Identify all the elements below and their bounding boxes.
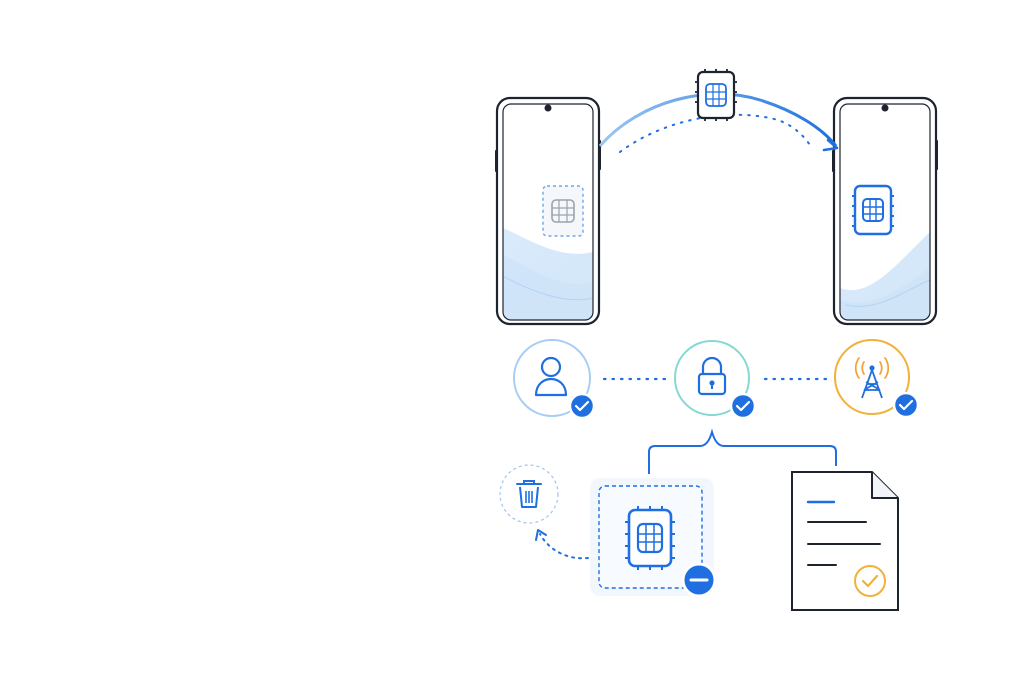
transfer-sim-chip-icon [695,69,737,121]
delete-target [499,464,559,524]
split-bracket [648,428,837,474]
security-step [674,340,757,420]
cell-tower-icon [854,357,890,399]
minus-badge-icon [681,562,717,598]
check-badge-icon [892,391,920,419]
check-badge-icon [729,392,757,420]
document-text-lines [806,500,881,566]
sim-chip-icon [625,506,675,570]
check-badge-icon [568,392,596,420]
old-sim-card [590,478,717,598]
transfer-arrow [598,92,839,153]
target-phone [832,96,938,326]
confirmation-document [791,471,899,611]
document-check-icon [854,565,886,597]
empty-sim-slot-icon [542,185,584,237]
identity-step [513,339,596,420]
removal-arrow [535,529,589,560]
trash-icon [516,480,542,508]
source-phone [495,96,601,326]
network-step [834,339,920,419]
lock-icon [697,356,727,396]
active-sim-icon [852,184,894,236]
user-icon [534,356,568,397]
